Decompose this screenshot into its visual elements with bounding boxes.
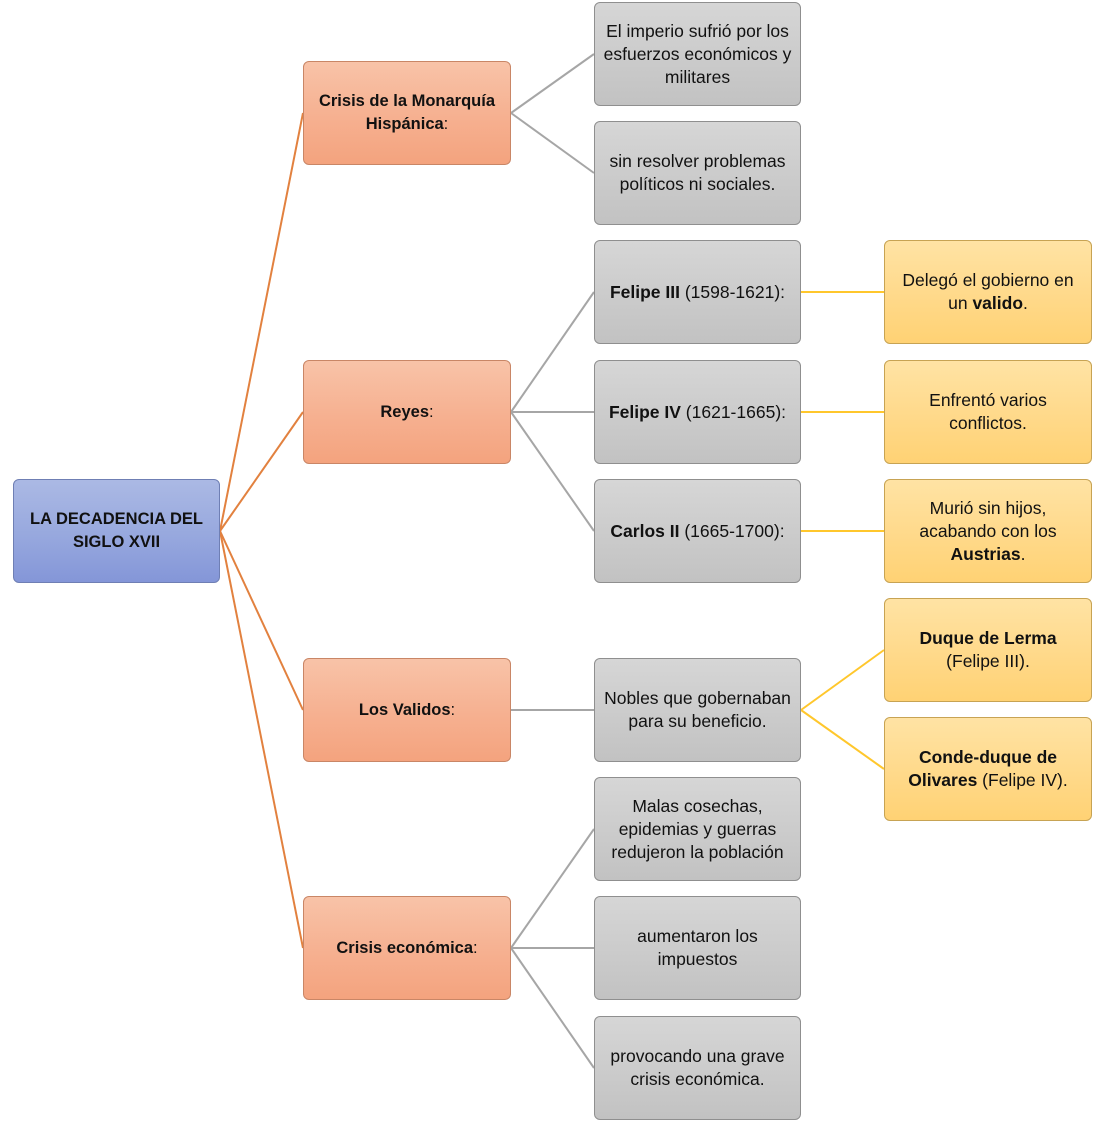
connector-economica-to-detail-3 — [510, 947, 595, 1069]
detail-felipe-iv-name: Felipe IV — [608, 401, 681, 422]
category-reyes-label: Reyes — [380, 402, 430, 421]
connector-monarquia-to-detail-2 — [510, 112, 595, 174]
leaf-conde-duque-olivares: Conde-duque de Olivares (Felipe IV). — [884, 717, 1092, 821]
root-node: LA DECADENCIA DEL SIGLO XVII — [13, 479, 220, 583]
connector-monarquia-to-detail-1 — [510, 53, 595, 114]
connector-root-to-validos — [219, 530, 304, 711]
leaf-felipe-iv-note: Enfrentó varios conflictos. — [884, 360, 1092, 464]
detail-monarquia-2: sin resolver problemas políticos ni soci… — [594, 121, 801, 225]
connector-validos-to-lerma — [800, 649, 885, 711]
detail-felipe-iv-dates: (1621-1665): — [680, 401, 787, 422]
category-economica-colon: : — [473, 938, 478, 957]
leaf-felipe-iii-note: Delegó el gobierno en un valido. — [884, 240, 1092, 344]
category-validos-colon: : — [450, 700, 456, 719]
detail-felipe-iii-name: Felipe III — [609, 281, 680, 302]
category-reyes-colon: : — [429, 402, 434, 421]
connector-economica-to-detail-1 — [510, 828, 595, 949]
root-title-line1: LA DECADENCIA DEL — [30, 510, 203, 528]
detail-felipe-iv: Felipe IV (1621-1665): — [594, 360, 801, 464]
category-validos-label: Los Validos — [358, 700, 451, 719]
category-validos: Los Validos: — [303, 658, 511, 762]
category-monarquia-label: Crisis de la Monarquía Hispánica — [318, 92, 496, 133]
detail-economica-3: provocando una grave crisis económica. — [594, 1016, 801, 1120]
connector-reyes-to-felipe-iii — [510, 291, 595, 413]
connector-reyes-to-carlos-ii — [510, 411, 595, 532]
detail-validos-1: Nobles que gobernaban para su beneficio. — [594, 658, 801, 762]
category-economica: Crisis económica: — [303, 896, 511, 1000]
connector-root-to-reyes — [219, 411, 304, 532]
category-monarquia: Crisis de la Monarquía Hispánica: — [303, 61, 511, 165]
detail-economica-1: Malas cosechas, epidemias y guerras redu… — [594, 777, 801, 881]
category-economica-label: Crisis económica — [336, 938, 474, 957]
detail-carlos-ii-dates: (1665-1700): — [679, 520, 785, 541]
root-title-line2: SIGLO XVII — [72, 533, 161, 551]
connector-root-to-monarquia — [219, 112, 304, 532]
detail-felipe-iii-dates: (1598-1621): — [679, 281, 786, 302]
category-reyes: Reyes: — [303, 360, 511, 464]
leaf-carlos-ii-note: Murió sin hijos, acabando con los Austri… — [884, 479, 1092, 583]
detail-economica-2: aumentaron los impuestos — [594, 896, 801, 1000]
detail-carlos-ii-name: Carlos II — [610, 520, 680, 541]
connector-validos-to-olivares — [800, 709, 885, 770]
leaf-duque-de-lerma: Duque de Lerma (Felipe III). — [884, 598, 1092, 702]
category-monarquia-colon: : — [443, 115, 449, 133]
detail-carlos-ii: Carlos II (1665-1700): — [594, 479, 801, 583]
detail-felipe-iii: Felipe III (1598-1621): — [594, 240, 801, 344]
connector-root-to-economica — [219, 530, 304, 949]
detail-monarquia-1: El imperio sufrió por los esfuerzos econ… — [594, 2, 801, 106]
